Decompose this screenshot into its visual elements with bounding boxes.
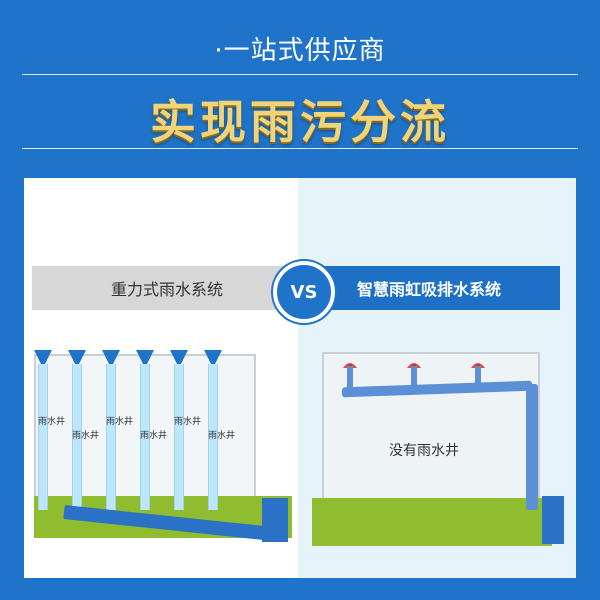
bottom-divider <box>22 148 578 149</box>
well-label: 雨水井 <box>208 431 236 441</box>
funnel-icon <box>204 350 222 364</box>
branch-pipe <box>347 366 353 388</box>
well-label: 雨水井 <box>106 417 134 427</box>
well-label: 雨水井 <box>174 417 202 427</box>
headline: 实现雨污分流 <box>150 95 450 149</box>
subtitle: ·一站式供应商 <box>214 36 386 66</box>
funnel-icon <box>170 350 188 364</box>
siphon-riser-pipe <box>526 384 538 510</box>
vs-text: VS <box>290 281 318 303</box>
vs-badge: VS <box>273 261 335 323</box>
siphon-system-text: 智慧雨虹吸排水系统 <box>356 280 501 299</box>
no-well-label: 没有雨水井 <box>389 443 459 459</box>
downpipe <box>72 364 82 510</box>
downpipe <box>140 364 150 510</box>
well-label: 雨水井 <box>140 431 168 441</box>
funnel-icon <box>34 350 52 364</box>
top-divider <box>22 74 578 75</box>
downpipe <box>38 364 48 510</box>
branch-pipe <box>411 366 417 388</box>
funnel-icon <box>68 350 86 364</box>
siphon-system-label: 智慧雨虹吸排水系统 <box>298 266 560 310</box>
siphon-outfall <box>542 496 564 544</box>
right-building-outline <box>322 352 540 504</box>
comparison-panel: 重力式雨水系统 智慧雨虹吸排水系统 VS 雨水井 雨水井 雨水井 雨水井 雨水井… <box>24 178 576 578</box>
branch-pipe <box>475 366 481 388</box>
well-label: 雨水井 <box>72 431 100 441</box>
right-ground <box>312 498 552 546</box>
well-label: 雨水井 <box>38 417 66 427</box>
funnel-icon <box>102 350 120 364</box>
downpipe <box>208 364 218 510</box>
gravity-outfall <box>262 498 288 542</box>
gravity-system-text: 重力式雨水系统 <box>110 280 223 299</box>
downpipe <box>106 364 116 510</box>
downpipe <box>174 364 184 510</box>
funnel-icon <box>136 350 154 364</box>
gravity-system-label: 重力式雨水系统 <box>32 266 302 310</box>
